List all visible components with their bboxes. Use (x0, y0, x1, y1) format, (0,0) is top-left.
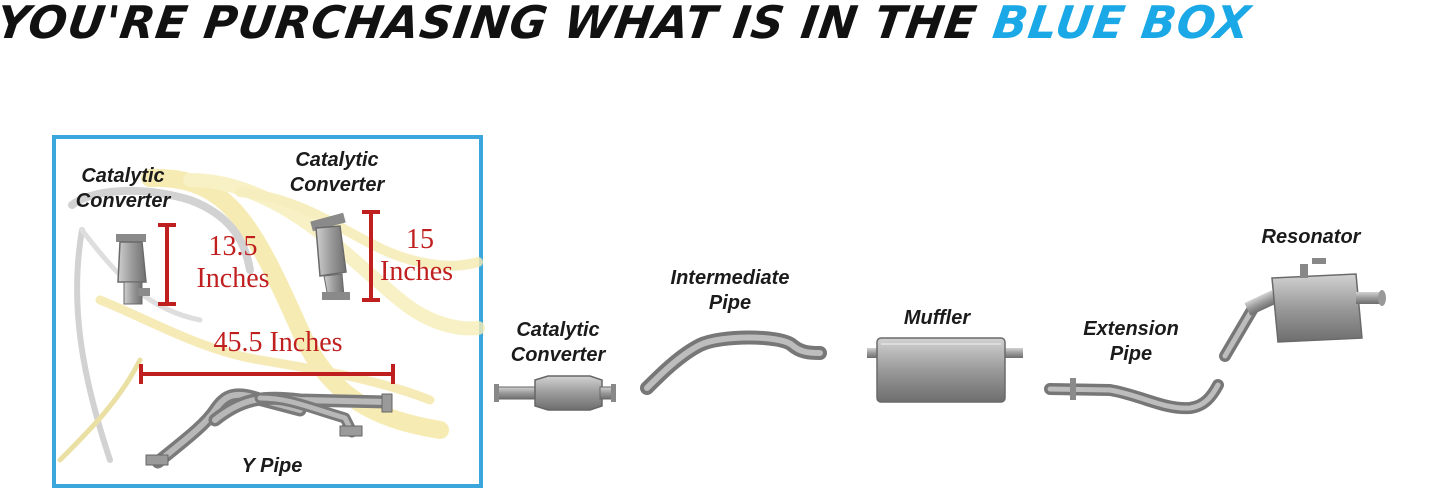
measure-bar-45-5 (139, 364, 395, 384)
measurement-15-inches: 15 Inches (380, 224, 454, 287)
label-intermediate-pipe: Intermediate Pipe (670, 267, 790, 314)
label-catalytic-converter-1: Catalytic Converter (75, 165, 171, 212)
y-pipe-image (145, 388, 393, 469)
extension-pipe-image (1044, 378, 1224, 415)
measurement-13-5-inches: 13.5 Inches (196, 231, 270, 294)
label-catalytic-converter: Catalytic Converter (510, 319, 606, 366)
label-catalytic-converter-2: Catalytic Converter (289, 149, 385, 196)
catalytic-converter-1-image (116, 234, 150, 305)
label-extension-pipe: Extension Pipe (1083, 318, 1179, 365)
catalytic-converter-image (494, 375, 616, 411)
label-resonator: Resonator (1261, 226, 1361, 248)
label-muffler: Muffler (903, 307, 971, 329)
measure-bar-13-5 (158, 223, 176, 306)
catalytic-converter-2-image (310, 212, 350, 300)
resonator-image (1219, 258, 1386, 362)
measure-bar-15 (362, 210, 380, 302)
intermediate-pipe-image (640, 330, 827, 395)
label-y-pipe: Y Pipe (241, 455, 303, 477)
muffler-image (867, 337, 1023, 403)
measurement-45-5-inches: 45.5 Inches (213, 327, 343, 358)
swirl-watermark (57, 168, 485, 463)
